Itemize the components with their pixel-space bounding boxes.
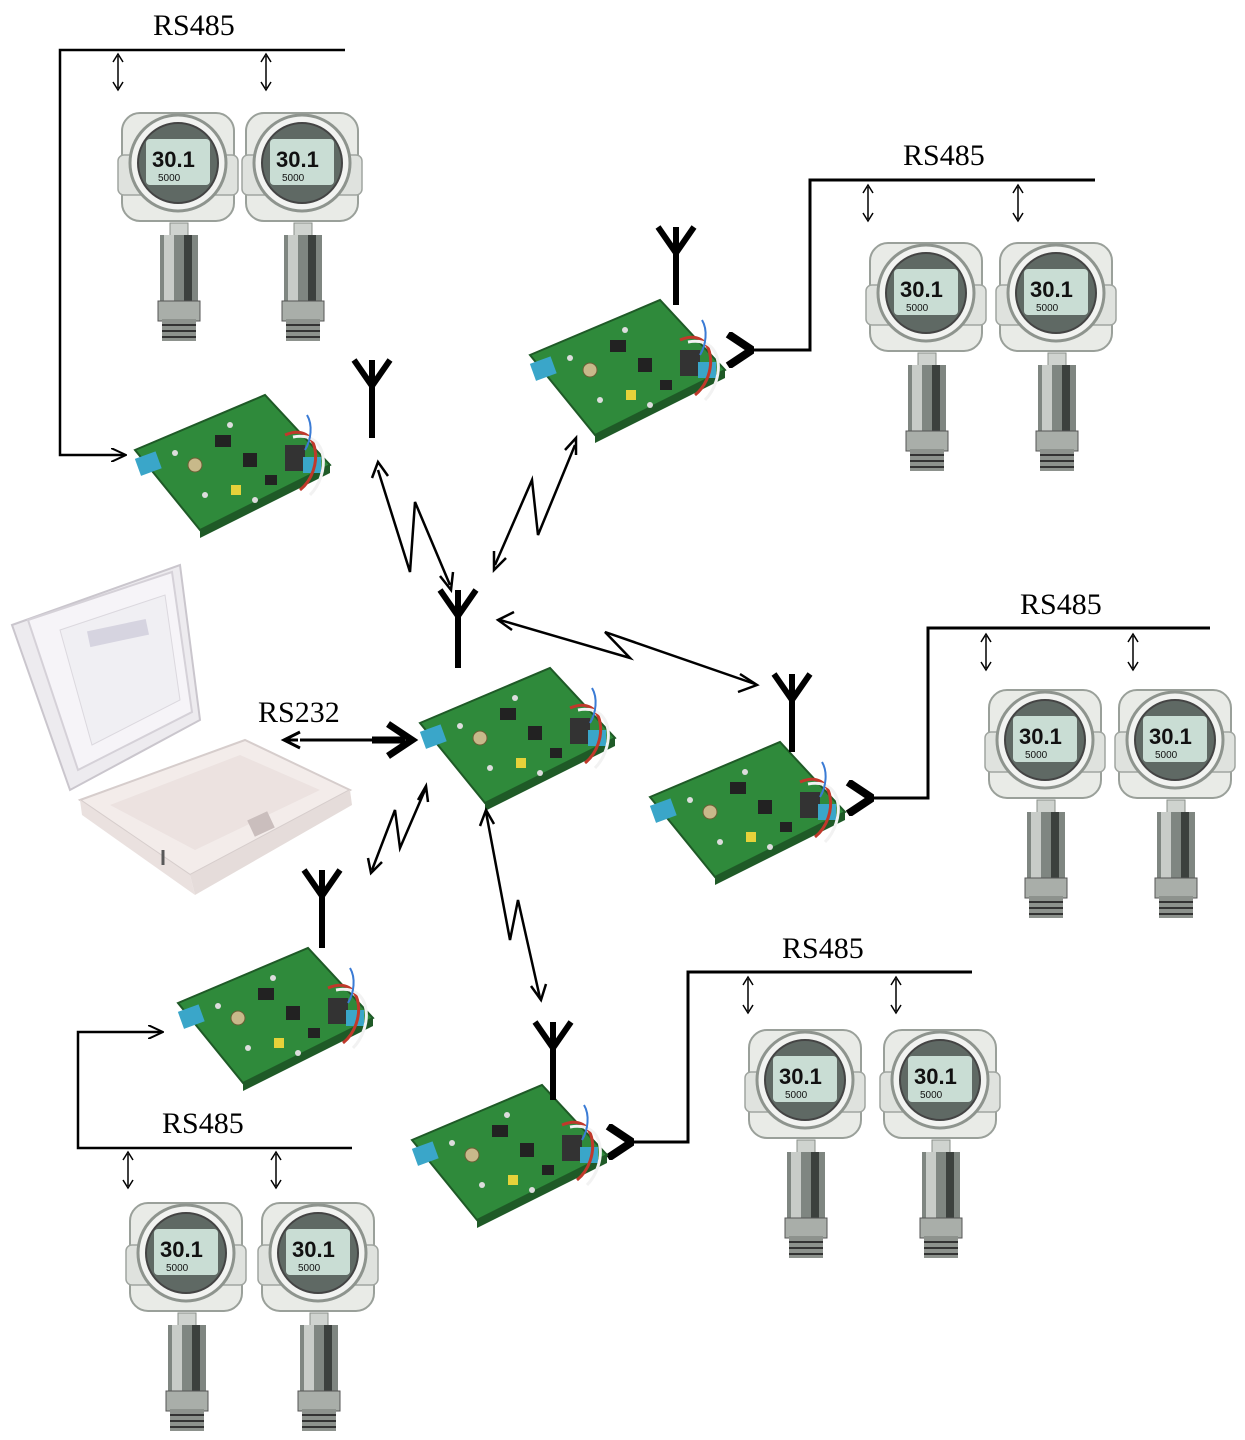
- rs485-group-right: RS485 30.1 5000 30.1 5000: [648, 588, 1237, 920]
- pressure-transmitter-icon: 30.1 5000: [994, 241, 1118, 473]
- pressure-transmitter-icon: 30.1 5000: [864, 241, 988, 473]
- rs485-label: RS485: [782, 932, 864, 965]
- circuit-board-icon: [418, 666, 617, 813]
- svg-text:30.1: 30.1: [160, 1237, 203, 1262]
- antenna-icon: [658, 227, 694, 305]
- bus-tap-arrow-icon: [890, 976, 902, 1014]
- bus-tap-arrow-icon: [862, 184, 874, 222]
- rs485-label: RS485: [903, 139, 985, 172]
- bus-tap-arrow-icon: [260, 53, 272, 91]
- laptop-icon: [10, 563, 353, 895]
- pressure-transmitter-icon: 30.1 5000: [256, 1201, 380, 1433]
- rs485-group-bottom-left: RS485 30.1 5000 30.1 5000: [76, 870, 380, 1433]
- svg-text:30.1: 30.1: [1030, 277, 1073, 302]
- bus-tap-arrow-icon: [980, 633, 992, 671]
- rs485-bus-line: [752, 178, 1095, 350]
- wireless-link-bottom-left: [366, 782, 430, 876]
- svg-text:5000: 5000: [906, 303, 929, 314]
- rs485-bus-line: [76, 1032, 352, 1150]
- bus-tap-arrow-icon: [1127, 633, 1139, 671]
- rs485-label: RS485: [162, 1107, 244, 1140]
- svg-text:30.1: 30.1: [1149, 724, 1192, 749]
- pressure-transmitter-icon: 30.1 5000: [983, 688, 1107, 920]
- bus-tap-arrow-icon: [112, 53, 124, 91]
- wireless-link-right: [495, 610, 760, 694]
- svg-text:30.1: 30.1: [152, 147, 195, 172]
- rs485-label: RS485: [153, 9, 235, 42]
- svg-text:30.1: 30.1: [1019, 724, 1062, 749]
- rs485-group-bottom-right: RS485 30.1 5000 30.1 5000: [410, 932, 1002, 1260]
- svg-text:5000: 5000: [785, 1090, 808, 1101]
- wireless-link-top-left: [370, 459, 455, 594]
- pressure-transmitter-icon: 30.1 5000: [116, 111, 240, 343]
- svg-text:30.1: 30.1: [276, 147, 319, 172]
- antenna-icon: [774, 674, 810, 752]
- rs485-group-top-left: RS485 30.1 5000 30.1 5000: [58, 9, 390, 540]
- pressure-transmitter-icon: 30.1 5000: [878, 1028, 1002, 1260]
- svg-text:5000: 5000: [298, 1263, 321, 1274]
- svg-text:30.1: 30.1: [779, 1064, 822, 1089]
- rs485-group-top-right: RS485 30.1 5000 30.1 5000: [528, 139, 1118, 473]
- svg-text:5000: 5000: [1025, 750, 1048, 761]
- svg-text:5000: 5000: [158, 173, 181, 184]
- pressure-transmitter-icon: 30.1 5000: [240, 111, 364, 343]
- bus-tap-arrow-icon: [1012, 184, 1024, 222]
- svg-text:5000: 5000: [282, 173, 305, 184]
- rs232-link: [280, 721, 419, 759]
- rs485-bus-line: [58, 48, 345, 455]
- rs232-label: RS232: [258, 696, 340, 729]
- circuit-board-icon: [176, 946, 375, 1093]
- svg-text:5000: 5000: [166, 1263, 189, 1274]
- bus-tap-arrow-icon: [122, 1151, 134, 1189]
- bus-tap-arrow-icon: [742, 976, 754, 1014]
- svg-text:5000: 5000: [1036, 303, 1059, 314]
- pressure-transmitter-icon: 30.1 5000: [124, 1201, 248, 1433]
- antenna-icon: [440, 590, 476, 668]
- rs485-bus-line: [872, 626, 1210, 798]
- antenna-icon: [304, 870, 340, 948]
- svg-text:30.1: 30.1: [900, 277, 943, 302]
- central-coordinator: [418, 590, 617, 813]
- pressure-transmitter-icon: 30.1 5000: [743, 1028, 867, 1260]
- circuit-board-icon: [528, 298, 727, 445]
- circuit-board-icon: [648, 740, 847, 887]
- svg-text:5000: 5000: [920, 1090, 943, 1101]
- circuit-board-icon: [133, 393, 332, 540]
- rs485-bus-line: [632, 970, 972, 1142]
- circuit-board-icon: [410, 1083, 609, 1230]
- rs485-label: RS485: [1020, 588, 1102, 621]
- svg-text:30.1: 30.1: [914, 1064, 957, 1089]
- bus-tap-arrow-icon: [270, 1151, 282, 1189]
- wireless-link-bottom: [478, 807, 548, 1003]
- antenna-icon: [354, 360, 390, 438]
- pressure-transmitter-icon: 30.1 5000: [1113, 688, 1237, 920]
- svg-text:5000: 5000: [1155, 750, 1178, 761]
- svg-text:30.1: 30.1: [292, 1237, 335, 1262]
- wireless-link-top-right: [492, 434, 578, 574]
